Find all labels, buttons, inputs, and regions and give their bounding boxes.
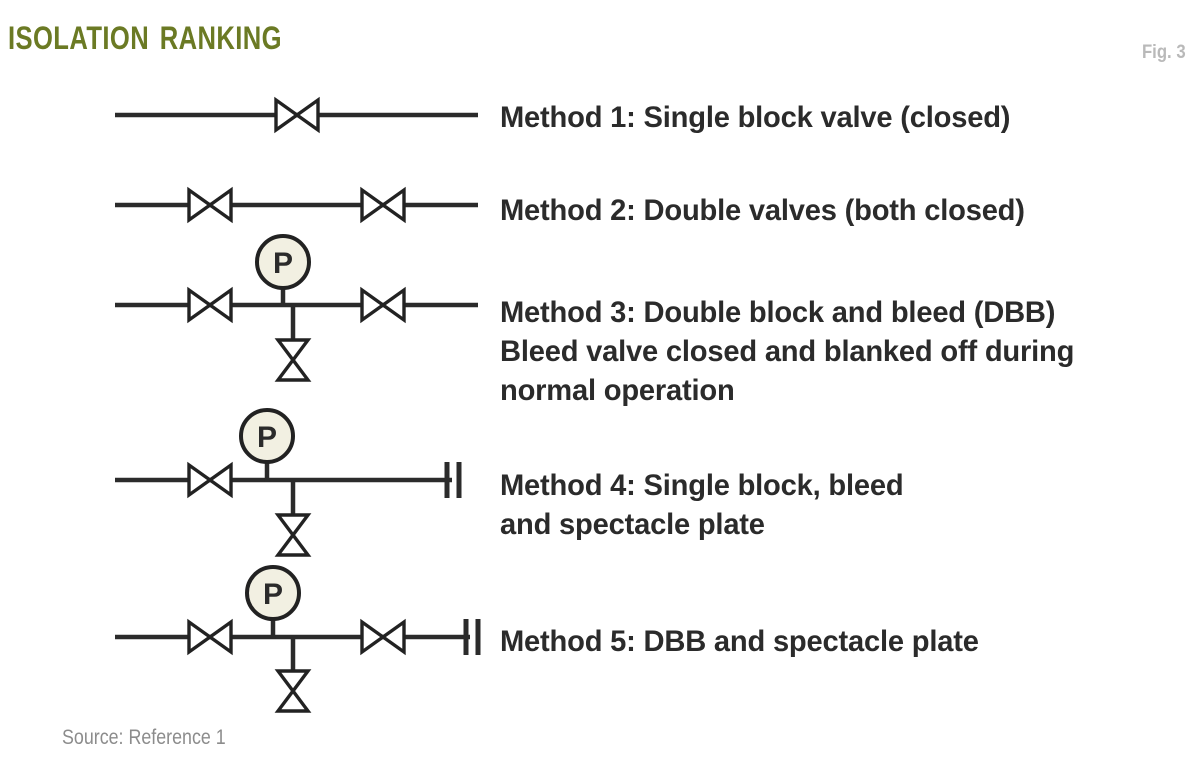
bleed-valve-icon xyxy=(276,338,310,382)
bleed-valve-icon xyxy=(276,513,310,557)
pressure-gauge-letter: P xyxy=(273,247,293,280)
method-5-label: Method 5: DBB and spectacle plate xyxy=(500,625,979,658)
block-valve-icon xyxy=(187,188,233,222)
pressure-gauge-icon xyxy=(239,408,295,464)
page-title: Isolation ranking xyxy=(8,7,282,59)
method-2-diagram xyxy=(115,188,478,222)
method-1-label: Method 1: Single block valve (closed) xyxy=(500,101,1011,134)
bleed-valve-icon xyxy=(276,669,310,713)
block-valve-icon xyxy=(187,620,233,654)
method-3-label: Method 3: Double block and bleed (DBB) B… xyxy=(500,296,1075,407)
method-4-diagram: P xyxy=(115,408,462,557)
source-note: Source: Reference 1 xyxy=(62,726,226,749)
spectacle-plate-icon xyxy=(463,619,481,655)
method-5-diagram: P xyxy=(115,565,481,713)
spectacle-plate-icon xyxy=(444,462,462,498)
pressure-gauge-letter: P xyxy=(263,578,283,611)
pressure-gauge-icon xyxy=(245,565,301,621)
method-3-diagram: P xyxy=(115,234,478,382)
method-2-label: Method 2: Double valves (both closed) xyxy=(500,194,1025,227)
block-valve-icon xyxy=(187,463,233,497)
pressure-gauge-letter: P xyxy=(257,421,277,454)
figure-label: Fig. 3 xyxy=(1142,42,1186,63)
block-valve-icon xyxy=(274,98,320,132)
block-valve-icon xyxy=(187,288,233,322)
block-valve-icon xyxy=(360,188,406,222)
method-4-label: Method 4: Single block, bleed and specta… xyxy=(500,469,904,541)
method-1-diagram xyxy=(115,98,478,132)
block-valve-icon xyxy=(360,620,406,654)
pressure-gauge-icon xyxy=(255,234,311,290)
block-valve-icon xyxy=(360,288,406,322)
